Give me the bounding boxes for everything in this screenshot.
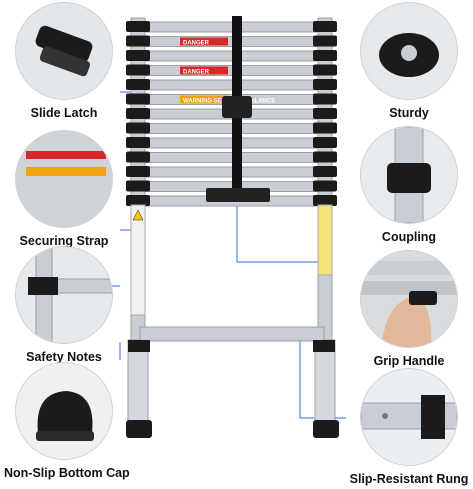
slide-latch [126, 50, 150, 61]
slide-latch [313, 166, 337, 177]
slide-latch [313, 93, 337, 105]
slide-latch [126, 64, 150, 76]
ladder-rung [144, 36, 319, 47]
warning-sticker [180, 37, 228, 46]
grip-handle [206, 188, 270, 202]
ladder-rung [144, 21, 319, 33]
slide-latch-photo [15, 2, 113, 100]
slide-latch [313, 79, 337, 90]
ladder-rung [144, 50, 319, 62]
sticker-text: DANGER [183, 70, 210, 76]
feature-safety-notes: Safety Notes [4, 246, 124, 364]
slide-latch [126, 35, 150, 47]
feature-label: Coupling [381, 230, 437, 244]
coupling-photo [360, 126, 458, 224]
feature-sturdy: Sturdy [349, 2, 469, 120]
slide-latch [126, 166, 150, 177]
slide-latch [313, 35, 337, 47]
slide-latch [126, 151, 150, 163]
ladder-rung [144, 152, 319, 163]
sticker-text: DANGER [183, 41, 210, 47]
feature-label: Grip Handle [373, 354, 445, 368]
sturdy-photo [360, 2, 458, 100]
slide-latch [313, 21, 337, 32]
warning-sticker [180, 95, 228, 104]
feature-label: Non-Slip Bottom Cap [4, 466, 130, 480]
right-sticker [317, 204, 333, 276]
bottom-cap-photo [15, 362, 113, 460]
left-bottom-cap [126, 420, 152, 438]
slide-latch [126, 79, 150, 90]
ladder-rung [144, 166, 319, 178]
ladder-rung [144, 123, 319, 134]
strap-buckle [222, 96, 252, 118]
warning-sticker [180, 66, 228, 75]
slide-latch [313, 108, 337, 119]
slide-latch [313, 195, 337, 206]
slide-latch [126, 180, 150, 192]
slide-latch [313, 50, 337, 61]
feature-label: Securing Strap [19, 234, 109, 248]
feature-bottom-cap: Non-Slip Bottom Cap [4, 362, 130, 480]
feature-coupling: Coupling [349, 126, 469, 244]
securing-strap-photo [15, 130, 113, 228]
slide-latch [313, 122, 337, 134]
safety-notes-photo [15, 246, 113, 344]
slide-latch [126, 108, 150, 119]
rung-photo [360, 368, 458, 466]
feature-label: Slide Latch [30, 106, 98, 120]
feature-rung: Slip-Resistant Rung [349, 368, 469, 486]
feature-label: Slip-Resistant Rung [349, 472, 469, 486]
feature-slide-latch: Slide Latch [4, 2, 124, 120]
feature-grip-handle: Grip Handle [349, 250, 469, 368]
slide-latch [126, 195, 150, 206]
slide-latch [126, 21, 150, 32]
feature-label: Safety Notes [26, 350, 102, 364]
slide-latch [313, 64, 337, 76]
grip-handle-photo [360, 250, 458, 348]
safety-sticker [130, 204, 146, 316]
feature-label: Sturdy [389, 106, 429, 120]
ladder-rung [144, 65, 319, 76]
slide-latch [313, 151, 337, 163]
slide-latch [126, 93, 150, 105]
ladder-rung [144, 79, 319, 91]
feature-securing-strap: Securing Strap [4, 130, 124, 248]
bottom-rung [139, 326, 325, 342]
slide-latch [126, 137, 150, 148]
slide-latch [126, 122, 150, 134]
right-bottom-cap [313, 420, 339, 438]
slide-latch [313, 180, 337, 192]
slide-latch [313, 137, 337, 148]
ladder-rung [144, 137, 319, 149]
